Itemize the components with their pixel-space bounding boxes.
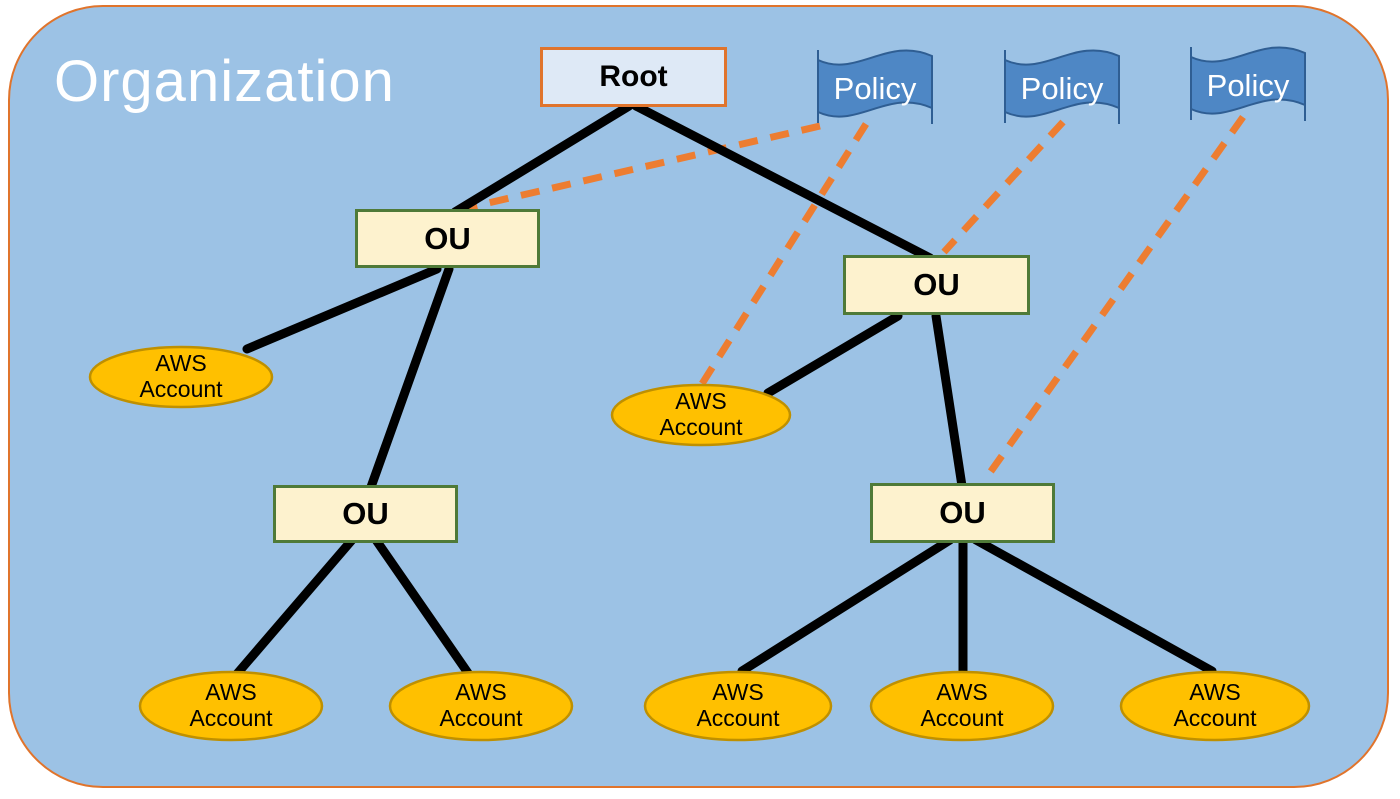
ou-node-label: OU xyxy=(424,220,471,256)
policy-flag-icon xyxy=(817,49,933,124)
ou-node-upper-right: OU xyxy=(843,255,1030,315)
hierarchy-edge xyxy=(450,101,634,217)
aws-account-node: AWS Account xyxy=(1155,676,1275,736)
hierarchy-edges xyxy=(231,101,1217,680)
policy-attachment-edge xyxy=(941,119,1066,255)
aws-account-label: AWS Account xyxy=(189,679,273,731)
policy-node: Policy xyxy=(1007,69,1117,109)
hierarchy-edge xyxy=(631,101,935,263)
policy-flag-icon xyxy=(1190,46,1306,121)
aws-account-node: AWS Account xyxy=(121,347,241,407)
aws-account-label: AWS Account xyxy=(439,679,523,731)
aws-account-shape xyxy=(1119,670,1311,742)
ou-node-label: OU xyxy=(913,267,960,302)
aws-account-shape xyxy=(610,383,792,447)
aws-account-label: AWS Account xyxy=(139,350,223,402)
hierarchy-edge xyxy=(242,264,442,354)
hierarchy-edge xyxy=(971,535,1217,676)
hierarchy-edge xyxy=(931,311,967,491)
ou-node-lower-left: OU xyxy=(273,485,458,543)
policy-label: Policy xyxy=(1020,71,1104,106)
aws-account-label: AWS Account xyxy=(696,679,780,731)
hierarchy-edge xyxy=(231,535,357,680)
aws-account-shape xyxy=(388,670,574,742)
root-node-label: Root xyxy=(599,60,668,93)
aws-account-shape xyxy=(138,670,324,742)
hierarchy-edge xyxy=(366,264,454,492)
policy-node: Policy xyxy=(820,69,930,109)
aws-account-shapes xyxy=(88,345,1311,742)
policy-attachment-edge xyxy=(981,114,1246,484)
organization-title: Organization xyxy=(54,49,395,114)
aws-account-shape xyxy=(88,345,274,409)
aws-account-label: AWS Account xyxy=(1173,679,1257,731)
policy-attachment-edge xyxy=(697,122,869,389)
ou-node-upper-left: OU xyxy=(355,209,540,268)
aws-account-node: AWS Account xyxy=(902,676,1022,736)
ou-node-label: OU xyxy=(939,495,986,530)
aws-account-node: AWS Account xyxy=(678,676,798,736)
ou-node-label: OU xyxy=(342,496,389,531)
aws-account-shape xyxy=(643,670,833,742)
aws-account-shape xyxy=(869,670,1055,742)
policy-label: Policy xyxy=(833,71,917,106)
aws-account-node: AWS Account xyxy=(171,676,291,736)
policy-node: Policy xyxy=(1193,66,1303,106)
aws-account-node: AWS Account xyxy=(421,676,541,736)
policy-label: Policy xyxy=(1206,68,1290,103)
aws-account-label: AWS Account xyxy=(920,679,1004,731)
policy-flag-icon xyxy=(1004,49,1120,124)
aws-account-node: AWS Account xyxy=(641,385,761,445)
policy-attachment-edges xyxy=(457,114,1246,484)
aws-account-label: AWS Account xyxy=(659,388,743,440)
hierarchy-edge xyxy=(737,535,955,676)
hierarchy-edge xyxy=(763,311,903,398)
hierarchy-edge xyxy=(371,535,473,678)
root-node: Root xyxy=(540,47,727,107)
ou-node-lower-right: OU xyxy=(870,483,1055,543)
